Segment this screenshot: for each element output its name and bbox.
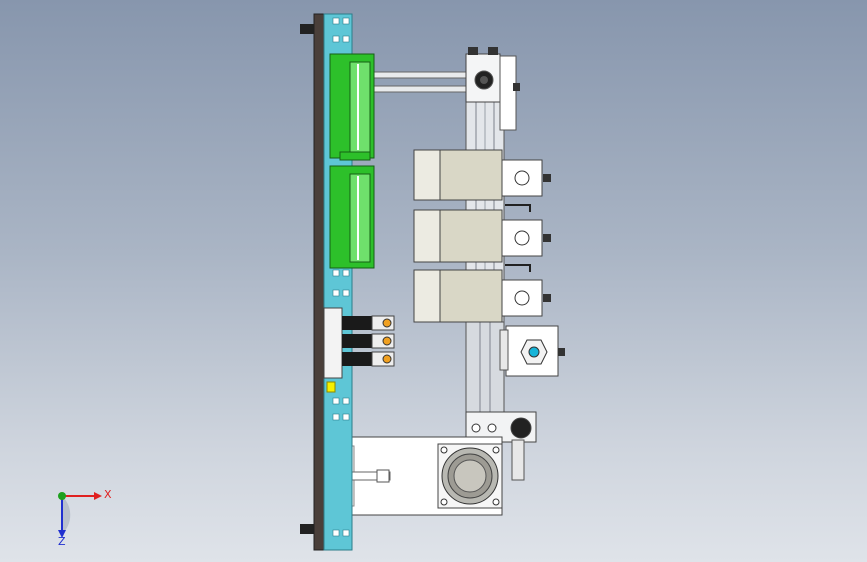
hex-sensor-block[interactable] [499,325,565,377]
terminal-block-row-1[interactable] [342,315,395,331]
terminal-block-row-2[interactable] [342,333,395,349]
x-axis-label: X [104,488,112,501]
green-connector-board-lower[interactable] [329,165,375,269]
pneumatic-cylinder-3[interactable] [413,269,551,323]
pneumatic-cylinder-2[interactable] [413,209,551,263]
y-axis-dot [58,492,66,500]
horizontal-guide-rods [371,71,469,93]
top-bracket[interactable] [465,47,520,131]
green-connector-board-upper[interactable] [329,53,375,161]
yellow-marker [326,381,336,393]
aluminium-profile-vertical[interactable] [465,87,505,441]
z-axis-label: Z [58,535,66,548]
axis-triad-icon: X Z [58,488,112,548]
motor-housing[interactable] [323,436,503,516]
terminal-block-row-3[interactable] [342,351,395,367]
rail-insert-block [323,307,343,379]
pneumatic-cylinder-1[interactable] [413,149,551,201]
cylinder-brackets [505,204,531,272]
